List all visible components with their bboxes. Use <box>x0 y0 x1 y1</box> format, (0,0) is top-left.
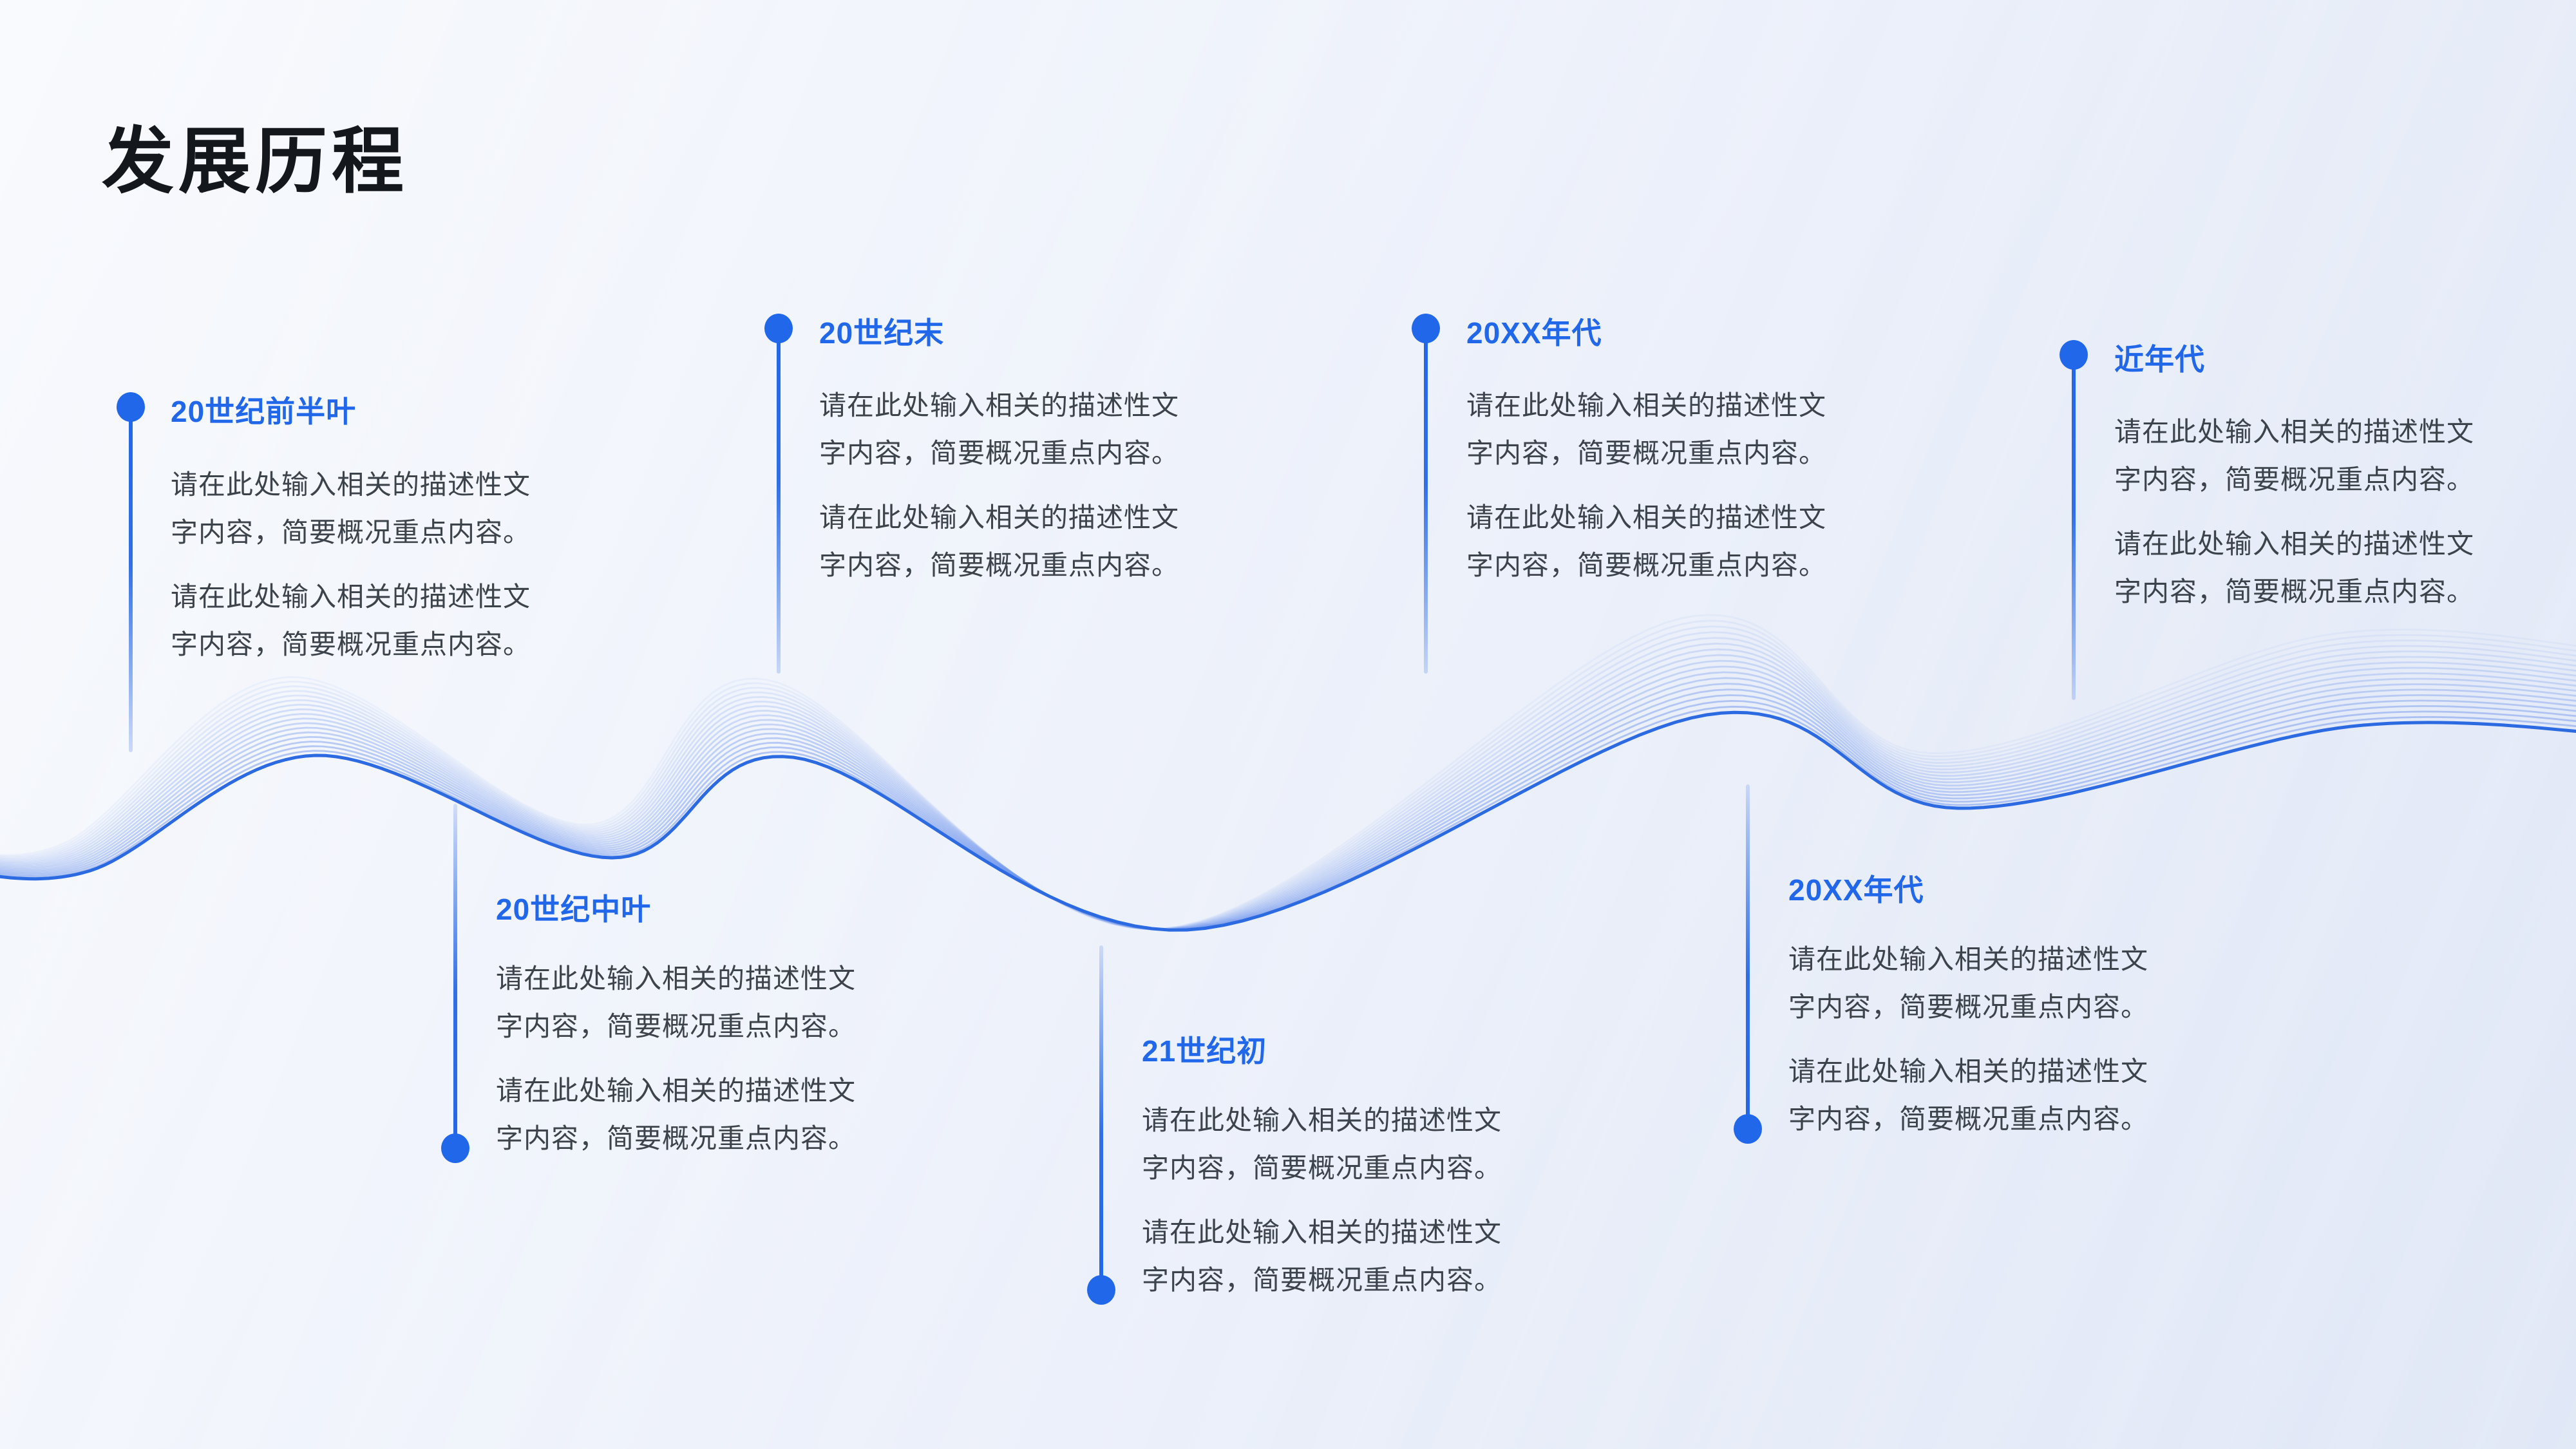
description-line: 字内容，简要概况重点内容。 <box>2114 464 2475 495</box>
timeline-dot-icon <box>117 392 145 422</box>
description-line: 字内容，简要概况重点内容。 <box>1788 992 2149 1022</box>
page-title: 发展历程 <box>102 121 408 202</box>
description-paragraph: 请在此处输入相关的描述性文字内容，简要概况重点内容。 <box>819 494 1179 589</box>
description-paragraph: 请在此处输入相关的描述性文字内容，简要概况重点内容。 <box>2114 520 2474 616</box>
timeline-dot-icon <box>2060 340 2088 370</box>
description-line: 请在此处输入相关的描述性文 <box>171 469 531 500</box>
description-line: 请在此处输入相关的描述性文 <box>496 963 857 994</box>
wave-line <box>0 637 2576 931</box>
timeline-connector-line <box>2072 355 2076 700</box>
description-line: 请在此处输入相关的描述性文 <box>819 502 1180 533</box>
wave-line <box>0 659 2576 931</box>
wave-line <box>0 677 2576 931</box>
description-paragraph: 请在此处输入相关的描述性文字内容，简要概况重点内容。 <box>496 1067 856 1162</box>
era-title: 20世纪前半叶 <box>171 395 357 428</box>
timeline-connector-line <box>1424 328 1428 674</box>
era-title: 20XX年代 <box>1466 316 1602 350</box>
era-description: 请在此处输入相关的描述性文字内容，简要概况重点内容。请在此处输入相关的描述性文字… <box>171 461 531 668</box>
description-line: 请在此处输入相关的描述性文 <box>1788 944 2149 974</box>
description-paragraph: 请在此处输入相关的描述性文字内容，简要概况重点内容。 <box>1142 1209 1502 1304</box>
description-line: 请在此处输入相关的描述性文 <box>2114 417 2475 447</box>
era-title: 20世纪中叶 <box>496 893 652 926</box>
description-paragraph: 请在此处输入相关的描述性文字内容，简要概况重点内容。 <box>1788 1048 2148 1143</box>
timeline-dot-icon <box>441 1133 469 1163</box>
description-paragraph: 请在此处输入相关的描述性文字内容，简要概况重点内容。 <box>1788 936 2148 1031</box>
era-description: 请在此处输入相关的描述性文字内容，简要概况重点内容。请在此处输入相关的描述性文字… <box>819 382 1179 589</box>
wave-line <box>0 694 2576 931</box>
timeline-connector-line <box>1099 945 1103 1290</box>
description-line: 字内容，简要概况重点内容。 <box>2114 576 2475 607</box>
wave-line <box>0 688 2576 931</box>
description-line: 请在此处输入相关的描述性文 <box>171 582 531 612</box>
description-line: 请在此处输入相关的描述性文 <box>2114 529 2475 559</box>
wave-line <box>0 699 2576 931</box>
wave-line <box>0 631 2576 931</box>
description-line: 字内容，简要概况重点内容。 <box>819 438 1180 468</box>
wave-line <box>0 625 2576 931</box>
era-description: 请在此处输入相关的描述性文字内容，简要概况重点内容。请在此处输入相关的描述性文字… <box>1788 936 2148 1143</box>
era-title: 近年代 <box>2114 343 2205 376</box>
description-line: 请在此处输入相关的描述性文 <box>819 390 1180 421</box>
wave-line <box>0 654 2576 931</box>
timeline-dot-icon <box>764 314 793 343</box>
description-paragraph: 请在此处输入相关的描述性文字内容，简要概况重点内容。 <box>496 955 856 1050</box>
description-line: 字内容，简要概况重点内容。 <box>496 1011 857 1041</box>
wave-line <box>0 710 2576 932</box>
era-description: 请在此处输入相关的描述性文字内容，简要概况重点内容。请在此处输入相关的描述性文字… <box>2114 408 2474 616</box>
wave-line <box>0 683 2576 931</box>
timeline-connector-line <box>777 328 781 674</box>
era-description: 请在此处输入相关的描述性文字内容，简要概况重点内容。请在此处输入相关的描述性文字… <box>1142 1097 1502 1304</box>
wave-line <box>0 642 2576 931</box>
description-paragraph: 请在此处输入相关的描述性文字内容，简要概况重点内容。 <box>819 382 1179 477</box>
timeline-dot-icon <box>1734 1114 1762 1144</box>
wave-line <box>0 671 2576 931</box>
era-description: 请在此处输入相关的描述性文字内容，简要概况重点内容。请在此处输入相关的描述性文字… <box>1466 382 1826 589</box>
description-line: 字内容，简要概况重点内容。 <box>819 550 1180 580</box>
description-paragraph: 请在此处输入相关的描述性文字内容，简要概况重点内容。 <box>171 573 531 668</box>
timeline-connector-line <box>453 804 457 1148</box>
timeline-dot-icon <box>1087 1275 1115 1305</box>
wave-line <box>0 705 2576 931</box>
description-line: 请在此处输入相关的描述性文 <box>1142 1105 1502 1135</box>
description-line: 字内容，简要概况重点内容。 <box>1788 1104 2149 1134</box>
description-paragraph: 请在此处输入相关的描述性文字内容，简要概况重点内容。 <box>2114 408 2474 504</box>
description-line: 字内容，简要概况重点内容。 <box>171 517 531 547</box>
timeline-connector-line <box>1746 784 1750 1129</box>
era-description: 请在此处输入相关的描述性文字内容，简要概况重点内容。请在此处输入相关的描述性文字… <box>496 955 856 1162</box>
description-line: 请在此处输入相关的描述性文 <box>496 1075 857 1106</box>
description-line: 请在此处输入相关的描述性文 <box>1788 1056 2149 1086</box>
wave-line <box>0 648 2576 931</box>
description-paragraph: 请在此处输入相关的描述性文字内容，简要概况重点内容。 <box>1466 382 1826 477</box>
timeline-dot-icon <box>1412 314 1440 343</box>
era-title: 20XX年代 <box>1788 873 1924 907</box>
timeline-connector-line <box>129 407 133 752</box>
wave-line <box>0 665 2576 931</box>
description-line: 字内容，简要概况重点内容。 <box>1466 550 1827 580</box>
description-paragraph: 请在此处输入相关的描述性文字内容，简要概况重点内容。 <box>171 461 531 556</box>
description-line: 请在此处输入相关的描述性文 <box>1466 390 1827 421</box>
description-line: 请在此处输入相关的描述性文 <box>1142 1217 1502 1247</box>
description-line: 字内容，简要概况重点内容。 <box>1142 1153 1502 1183</box>
description-line: 字内容，简要概况重点内容。 <box>1466 438 1827 468</box>
description-line: 字内容，简要概况重点内容。 <box>171 629 531 659</box>
era-title: 20世纪末 <box>819 316 945 350</box>
description-line: 字内容，简要概况重点内容。 <box>496 1123 857 1153</box>
era-title: 21世纪初 <box>1142 1034 1267 1068</box>
description-line: 字内容，简要概况重点内容。 <box>1142 1265 1502 1295</box>
description-paragraph: 请在此处输入相关的描述性文字内容，简要概况重点内容。 <box>1142 1097 1502 1192</box>
description-paragraph: 请在此处输入相关的描述性文字内容，简要概况重点内容。 <box>1466 494 1826 589</box>
description-line: 请在此处输入相关的描述性文 <box>1466 502 1827 533</box>
